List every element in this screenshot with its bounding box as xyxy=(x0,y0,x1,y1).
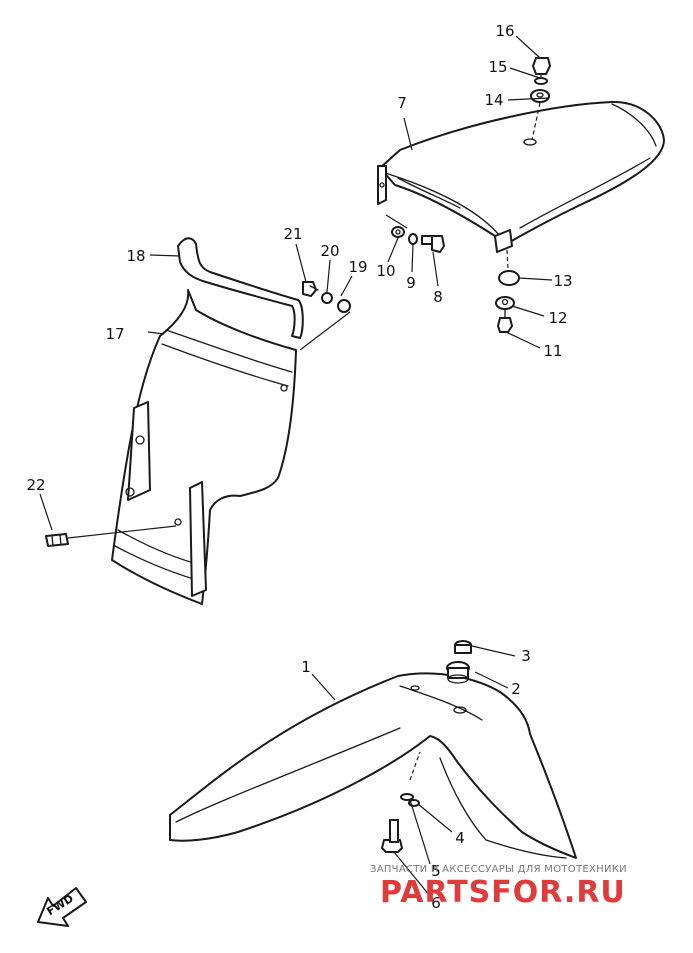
callout-labels: 1 2 3 4 5 6 7 8 9 10 11 12 13 14 15 16 1… xyxy=(26,22,572,912)
washers-4-5 xyxy=(400,793,420,807)
callout-9: 9 xyxy=(406,274,416,292)
bolt-16 xyxy=(532,57,551,81)
grab-handle-part xyxy=(177,237,304,339)
callout-21: 21 xyxy=(283,225,302,243)
watermark-brand: PARTSFOR.RU xyxy=(380,875,626,910)
callout-10: 10 xyxy=(376,262,395,280)
callout-leaders xyxy=(39,35,553,897)
rubber-13 xyxy=(498,270,520,286)
callout-12: 12 xyxy=(548,309,567,327)
watermark-tagline: ЗАПЧАСТИ И АКСЕССУАРЫ ДЛЯ МОТОТЕХНИКИ xyxy=(370,864,627,875)
rear-fender-top-part xyxy=(377,100,665,253)
clip-22 xyxy=(45,533,69,547)
callout-20: 20 xyxy=(320,242,339,260)
callout-15: 15 xyxy=(488,58,507,76)
callout-19: 19 xyxy=(348,258,367,276)
callout-13: 13 xyxy=(553,272,572,290)
cap-3 xyxy=(454,640,472,654)
callout-7: 7 xyxy=(397,94,407,112)
callout-18: 18 xyxy=(126,247,145,265)
front-fender-part xyxy=(169,672,577,859)
watermark: ЗАПЧАСТИ И АКСЕССУАРЫ ДЛЯ МОТОТЕХНИКИ PA… xyxy=(370,864,627,910)
grommet-2 xyxy=(446,661,470,684)
bolt-8 xyxy=(421,235,445,253)
washer-10 xyxy=(391,226,405,238)
lock-washer-9 xyxy=(408,233,418,245)
callout-6: 6 xyxy=(431,894,441,912)
callout-4: 4 xyxy=(455,829,465,847)
callout-14: 14 xyxy=(484,91,503,109)
washer-15 xyxy=(534,77,548,85)
forward-arrow: FWD xyxy=(37,887,87,927)
washer-19 xyxy=(337,299,351,313)
collar-14 xyxy=(530,89,550,103)
bolt-11 xyxy=(497,309,513,333)
bolt-6 xyxy=(381,819,403,853)
callout-2: 2 xyxy=(511,680,521,698)
callout-16: 16 xyxy=(495,22,514,40)
callout-17: 17 xyxy=(105,325,124,343)
callout-3: 3 xyxy=(521,647,531,665)
callout-5: 5 xyxy=(431,862,441,880)
bolt-21 xyxy=(302,281,319,297)
callout-8: 8 xyxy=(433,288,443,306)
callout-1: 1 xyxy=(301,658,311,676)
callout-11: 11 xyxy=(543,342,562,360)
callout-22: 22 xyxy=(26,476,45,494)
inner-fender-part xyxy=(111,289,297,605)
nut-12 xyxy=(495,296,515,310)
washer-20 xyxy=(321,292,333,304)
